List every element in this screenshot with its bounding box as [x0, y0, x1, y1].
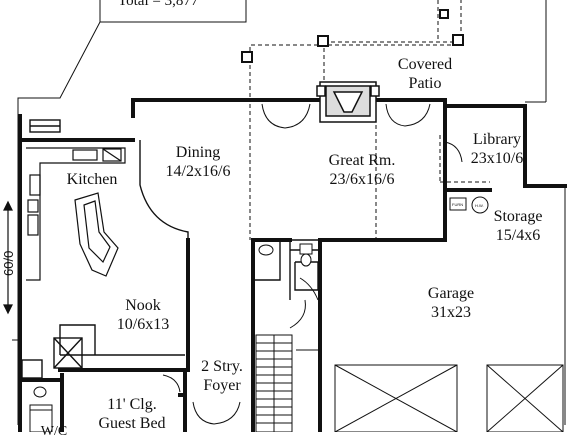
floor-plan [3, 0, 567, 432]
overall-depth-dimension: 60/0 [1, 250, 16, 276]
room-label-foyer: 2 Stry.Foyer [201, 358, 243, 394]
water-heater-label: H.W. [475, 203, 484, 208]
room-label-guest-bed: 11' Clg.Guest Bed [98, 396, 166, 432]
total-area-label: Total = 3,877 [118, 0, 199, 9]
furnace-label: FURN [452, 202, 464, 207]
room-label-great-room: Great Rm.23/6x16/6 [328, 152, 396, 188]
room-label-kitchen: Kitchen [66, 171, 118, 188]
